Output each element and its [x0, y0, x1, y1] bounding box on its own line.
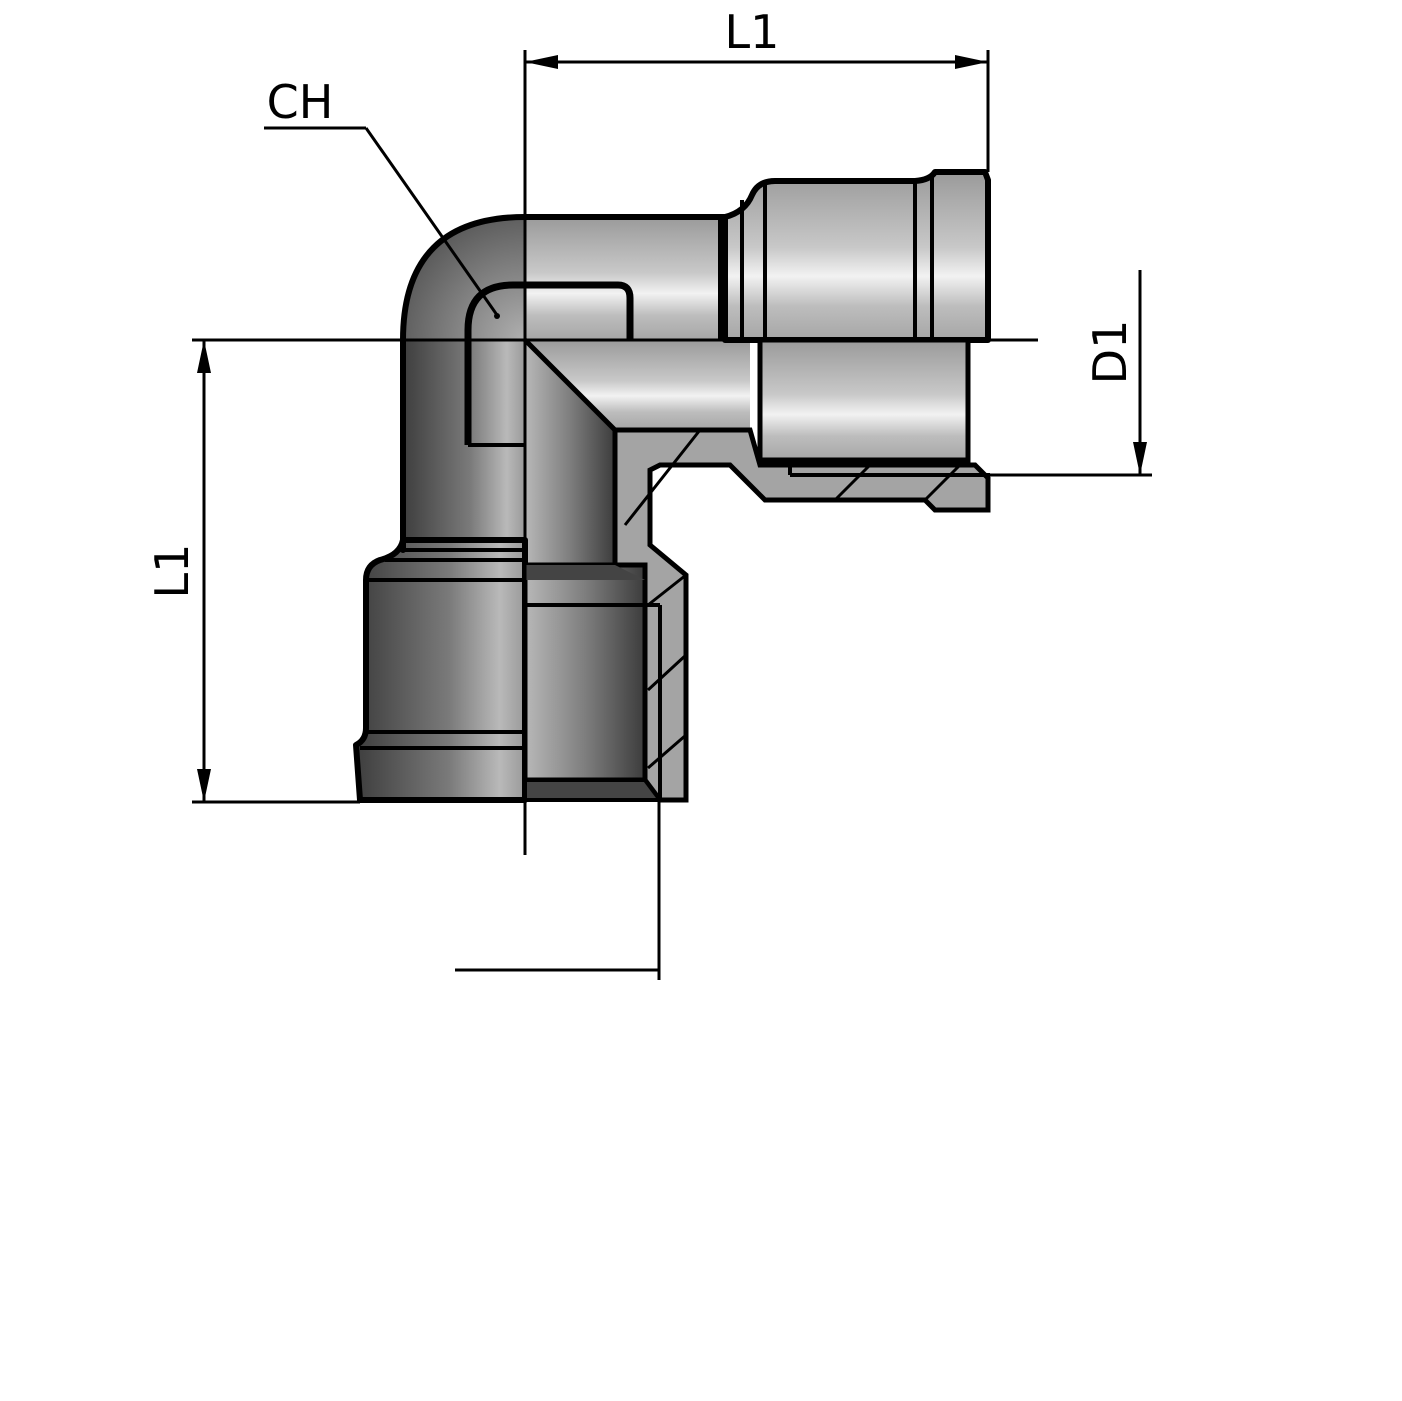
elbow-bend	[403, 217, 525, 340]
hex-flat	[464, 281, 634, 445]
dimension-left-l1: L1	[145, 340, 360, 804]
right-socket-bore	[757, 337, 971, 463]
section-hatch	[612, 427, 991, 803]
lower-socket-bore	[522, 562, 648, 783]
ch-label: CH	[267, 75, 334, 129]
dimension-lower-extension	[455, 800, 661, 980]
hex-leader: CH	[264, 75, 500, 319]
lower-socket-outer	[353, 537, 528, 803]
center-lines	[192, 50, 1038, 855]
horizontal-body	[525, 217, 725, 340]
dimension-top-l1: L1	[525, 5, 990, 172]
top-l1-label: L1	[725, 5, 780, 59]
dimension-d1: D1	[990, 270, 1152, 477]
d1-label: D1	[1083, 320, 1137, 385]
right-socket-outer	[722, 169, 991, 343]
left-l1-label: L1	[145, 544, 199, 599]
fitting-body	[353, 169, 991, 803]
